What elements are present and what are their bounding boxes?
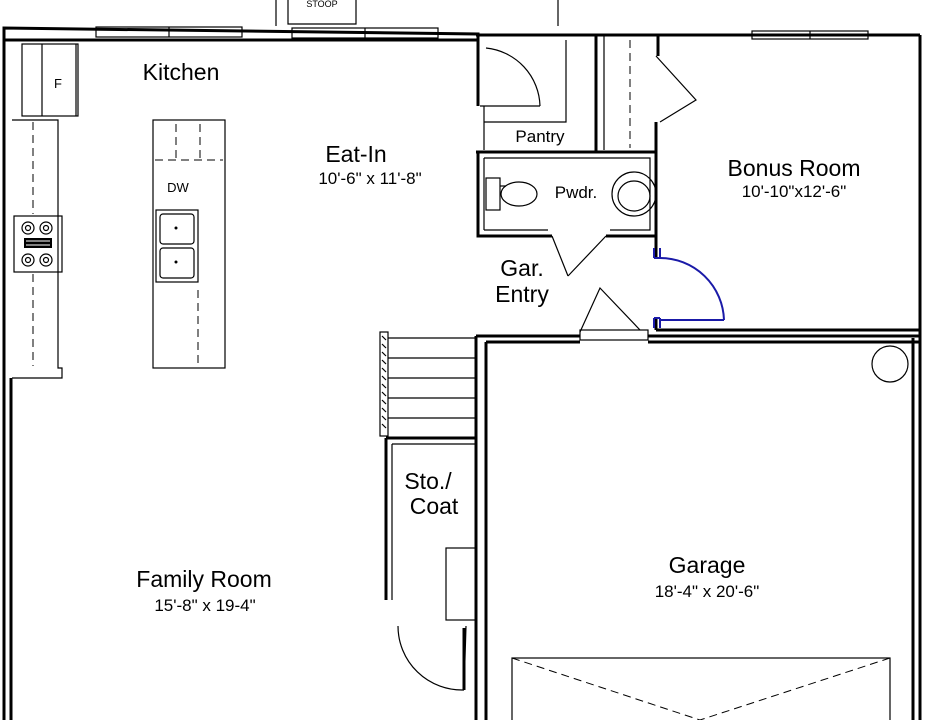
storage-coat-label-line1: Sto./ [404,468,452,494]
kitchen-island: DW [152,119,226,369]
windows [95,26,869,40]
stoop: STOOP [275,0,559,26]
family-room-label: Family Room [136,566,271,592]
garage-label: Garage [669,552,746,578]
pedestal-sink [611,171,657,217]
powder-door [551,235,607,277]
bonus-room-label: Bonus Room [728,155,861,181]
bonus-room-walls [654,236,920,332]
linen-closet [603,36,697,236]
garage-dimensions: 18'-4" x 20'-6" [655,582,760,601]
kitchen-counter-left [12,119,63,379]
eat-in-label: Eat-In [325,141,386,167]
garage-walls [474,329,920,720]
fridge-label: F [54,76,62,91]
kitchen-label: Kitchen [143,59,220,85]
garage-entry-label-line1: Gar. [500,255,543,281]
water-heater [871,345,909,383]
staircase [379,331,476,440]
family-room-dimensions: 15'-8" x 19-4" [154,596,255,615]
range-cooktop [13,215,63,273]
storage-coat-closet [384,438,477,691]
garage-door [511,657,891,720]
storage-coat-label-line2: Coat [410,493,459,519]
pantry [476,36,656,154]
bonus-room-door [653,248,725,328]
pantry-label: Pantry [515,127,565,146]
garage-entry-label-line2: Entry [495,281,549,307]
refrigerator: F [21,43,79,117]
powder-label: Pwdr. [555,183,598,202]
garage-entry-door [579,286,641,333]
bonus-room-dimensions: 10'-10"x12'-6" [742,182,847,201]
kitchen-sink [155,209,199,283]
toilet [485,177,538,211]
stoop-label: STOOP [306,0,337,9]
exterior-walls [2,26,922,720]
pantry-door [480,47,541,107]
eat-in-dimensions: 10'-6" x 11'-8" [318,169,421,188]
coat-closet-door [397,625,467,691]
powder-room [476,152,657,277]
dishwasher-label: DW [167,180,189,195]
